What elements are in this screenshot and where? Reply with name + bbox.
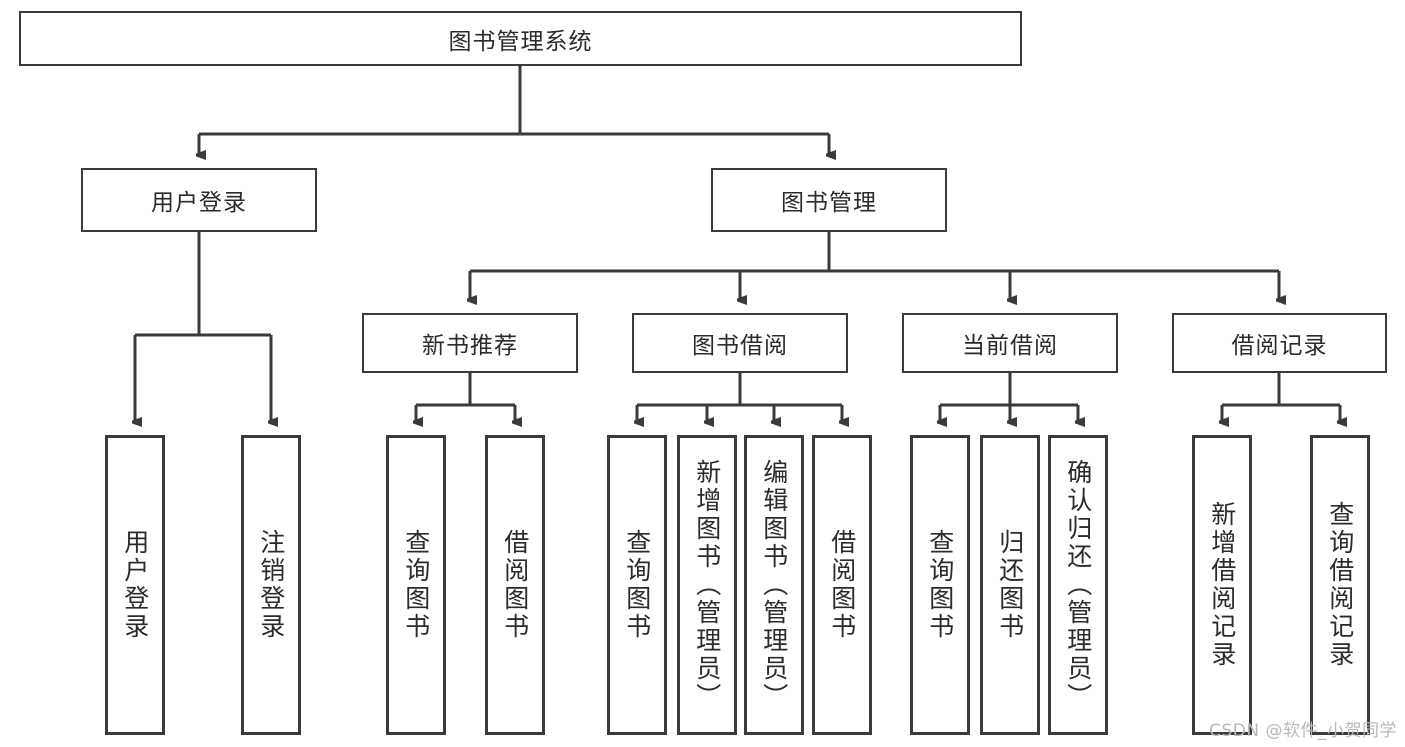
leaf-label: 借阅图书	[500, 529, 530, 641]
leaf-label: 新增图书（管理员）	[692, 459, 722, 711]
leaf-current-confirm-return-admin[interactable]: 确认归还（管理员）	[1048, 435, 1108, 735]
leaf-borrow-add-book-admin[interactable]: 新增图书（管理员）	[677, 435, 737, 735]
watermark: CSDN @软件_小贺同学	[1209, 721, 1397, 741]
leaf-current-return-book[interactable]: 归还图书	[980, 435, 1040, 735]
leaf-label: 注销登录	[256, 529, 286, 641]
leaf-user-login-login[interactable]: 用户登录	[105, 435, 165, 735]
node-borrow-record[interactable]: 借阅记录	[1172, 313, 1387, 373]
leaf-record-add-record[interactable]: 新增借阅记录	[1192, 435, 1252, 735]
node-new-book-recommend[interactable]: 新书推荐	[362, 313, 578, 373]
leaf-borrow-borrow-book[interactable]: 借阅图书	[812, 435, 872, 735]
node-label: 新书推荐	[422, 333, 518, 359]
leaf-borrow-query-book[interactable]: 查询图书	[607, 435, 667, 735]
node-label: 图书借阅	[692, 333, 788, 359]
leaf-recommend-borrow-book[interactable]: 借阅图书	[485, 435, 545, 735]
node-current-borrow[interactable]: 当前借阅	[902, 313, 1118, 373]
leaf-record-query-record[interactable]: 查询借阅记录	[1310, 435, 1370, 735]
leaf-recommend-query-book[interactable]: 查询图书	[386, 435, 446, 735]
leaf-label: 查询借阅记录	[1325, 501, 1355, 669]
node-label: 用户登录	[151, 190, 247, 216]
leaf-label: 用户登录	[120, 529, 150, 641]
leaf-borrow-edit-book-admin[interactable]: 编辑图书（管理员）	[744, 435, 804, 735]
leaf-label: 新增借阅记录	[1207, 501, 1237, 669]
node-label: 图书管理系统	[448, 28, 593, 55]
leaf-label: 确认归还（管理员）	[1063, 459, 1093, 711]
node-book-management[interactable]: 图书管理	[711, 168, 947, 232]
leaf-label: 查询图书	[925, 529, 955, 641]
leaf-user-login-logout[interactable]: 注销登录	[241, 435, 301, 735]
leaf-label: 归还图书	[995, 529, 1025, 641]
leaf-current-query-book[interactable]: 查询图书	[910, 435, 970, 735]
node-book-borrow[interactable]: 图书借阅	[632, 313, 848, 373]
node-user-login[interactable]: 用户登录	[81, 168, 317, 232]
leaf-label: 借阅图书	[827, 529, 857, 641]
node-label: 图书管理	[781, 190, 877, 216]
leaf-label: 编辑图书（管理员）	[759, 459, 789, 711]
leaf-label: 查询图书	[401, 529, 431, 641]
node-root-system[interactable]: 图书管理系统	[19, 11, 1022, 66]
leaf-label: 查询图书	[622, 529, 652, 641]
node-label: 当前借阅	[962, 333, 1058, 359]
node-label: 借阅记录	[1231, 333, 1328, 359]
